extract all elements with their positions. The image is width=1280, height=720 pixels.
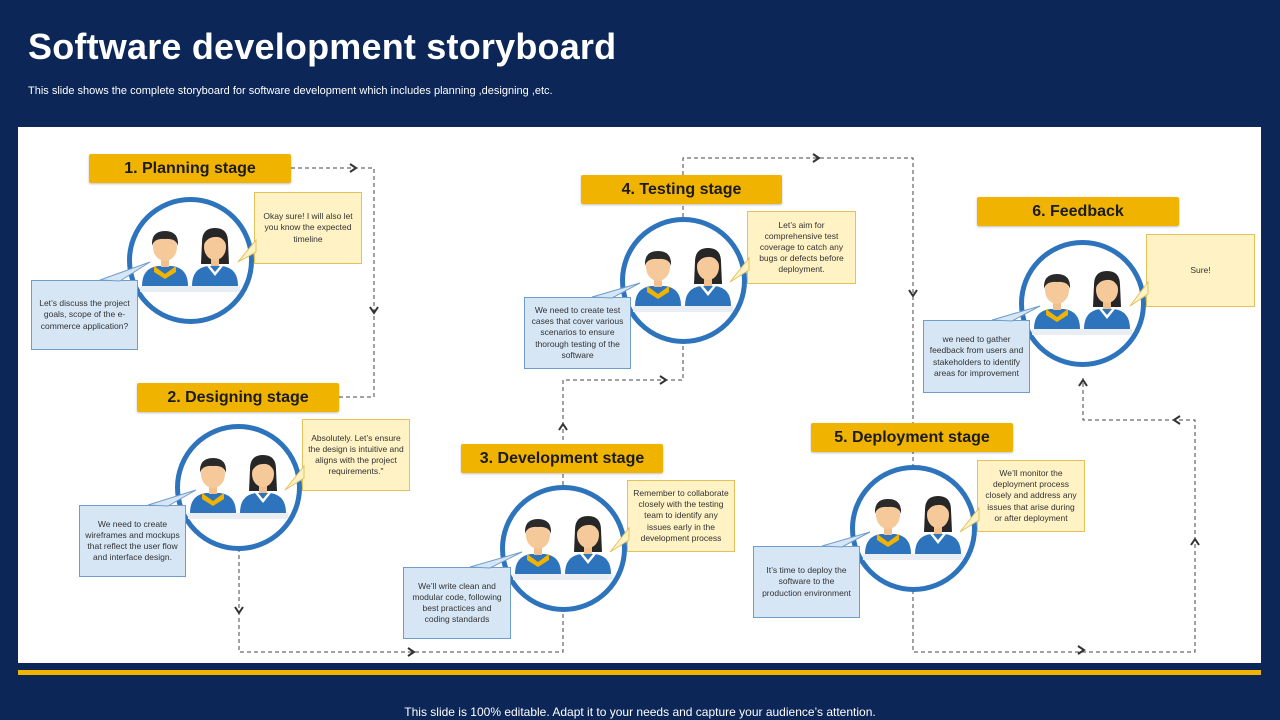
speech-bubble-blue-deployment: It’s time to deploy the software to the … xyxy=(753,546,860,618)
arrow-chevron xyxy=(558,422,568,431)
speech-bubble-yellow-development: Remember to collaborate closely with the… xyxy=(627,480,735,552)
speech-bubble-blue-feedback: we need to gather feedback from users an… xyxy=(923,320,1030,393)
stage-label-designing: 2. Designing stage xyxy=(137,383,339,412)
stage-label-planning: 1. Planning stage xyxy=(89,154,291,183)
stage-circle-development xyxy=(500,485,627,612)
stage-circle-designing xyxy=(175,424,302,551)
speech-bubble-yellow-deployment: We’ll monitor the deployment process clo… xyxy=(977,460,1085,532)
footer-accent-line xyxy=(18,670,1261,675)
connector-development-to-testing xyxy=(562,157,1196,653)
arrow-chevron xyxy=(1190,537,1200,546)
stage-circle-planning xyxy=(127,197,254,324)
page-subtitle: This slide shows the complete storyboard… xyxy=(28,85,553,97)
speech-bubble-yellow-designing: Absolutely. Let’s ensure the design is i… xyxy=(302,419,410,491)
speech-bubble-yellow-feedback: Sure! xyxy=(1146,234,1255,307)
stage-label-feedback: 6. Feedback xyxy=(977,197,1179,226)
connector-designing-to-development xyxy=(238,473,564,653)
stage-circle-deployment xyxy=(850,465,977,592)
arrow-chevron xyxy=(659,375,668,385)
arrow-chevron xyxy=(407,647,416,657)
arrow-chevron xyxy=(1078,378,1088,387)
speech-bubble-blue-designing: We need to create wireframes and mockups… xyxy=(79,505,186,577)
speech-bubble-blue-testing: We need to create test cases that cover … xyxy=(524,297,631,369)
stage-label-testing: 4. Testing stage xyxy=(581,175,782,204)
connector-planning-to-designing xyxy=(291,167,375,398)
arrow-chevron xyxy=(908,289,918,298)
page-title: Software development storyboard xyxy=(28,26,617,67)
speech-bubble-yellow-testing: Let’s aim for comprehensive test coverag… xyxy=(747,211,856,284)
footer-note: This slide is 100% editable. Adapt it to… xyxy=(404,705,876,719)
arrow-chevron xyxy=(349,163,358,173)
speech-bubble-blue-planning: Let’s discuss the project goals, scope o… xyxy=(31,280,138,350)
stage-circle-testing xyxy=(620,217,747,344)
arrow-chevron xyxy=(234,606,244,615)
arrow-chevron xyxy=(1077,645,1086,655)
speech-bubble-yellow-planning: Okay sure! I will also let you know the … xyxy=(254,192,362,264)
speech-bubble-blue-development: We’ll write clean and modular code, foll… xyxy=(403,567,511,639)
stage-label-deployment: 5. Deployment stage xyxy=(811,423,1013,452)
arrow-chevron xyxy=(812,153,821,163)
stage-label-development: 3. Development stage xyxy=(461,444,663,473)
stage-circle-feedback xyxy=(1019,240,1146,367)
arrow-chevron xyxy=(369,306,379,315)
arrow-chevron xyxy=(1172,415,1181,425)
